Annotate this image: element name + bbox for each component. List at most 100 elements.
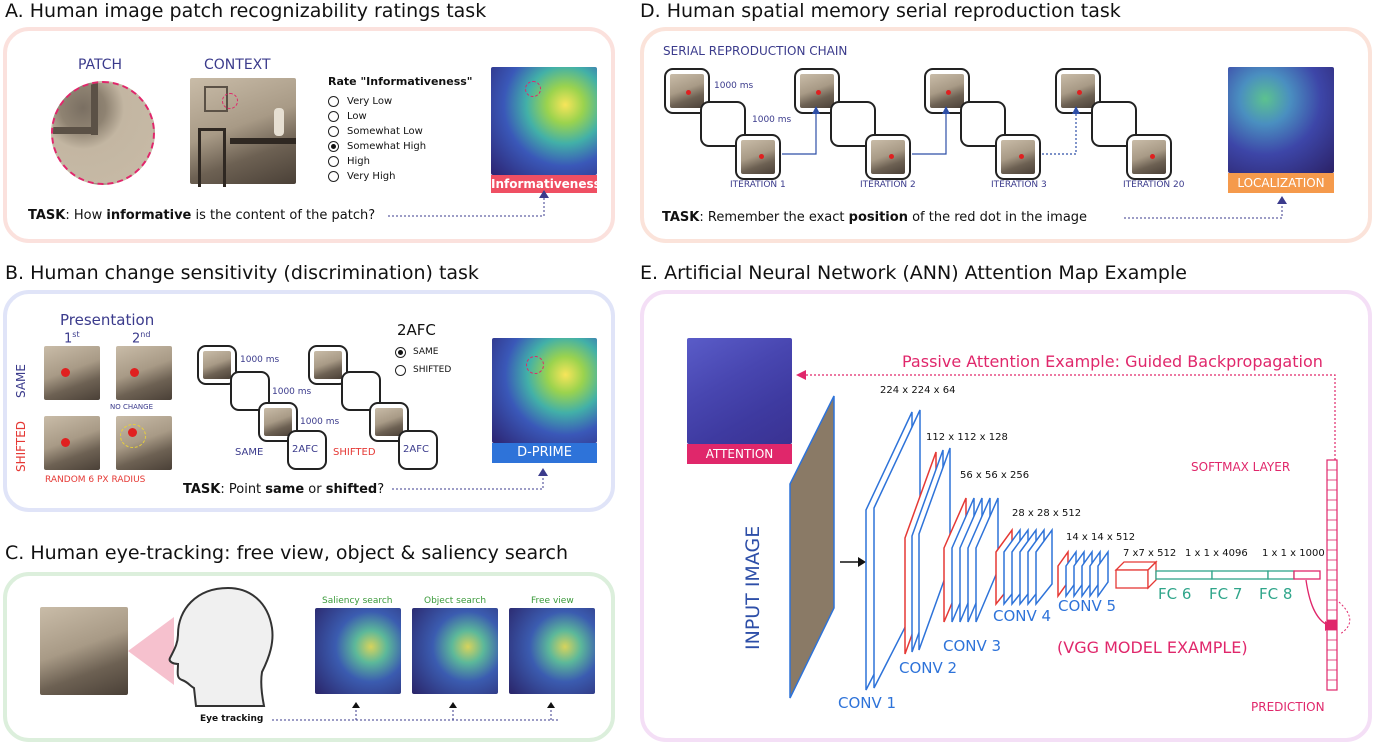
iteration-label: ITERATION 20 (1123, 180, 1185, 190)
conv3-label: CONV 3 (943, 637, 1002, 655)
dim-label: 1 x 1 x 1000 (1262, 548, 1325, 559)
shifted-second-image (116, 416, 172, 470)
panel-d-connector (1124, 196, 1287, 219)
chain-connectors (782, 106, 1080, 155)
conv4-label: CONV 4 (993, 607, 1052, 625)
radio-very-low[interactable] (328, 96, 339, 107)
chain-frame (1126, 134, 1172, 180)
option-label: Very Low (347, 96, 393, 107)
dim-label: 112 x 112 x 128 (926, 432, 1008, 443)
dim-label: 28 x 28 x 512 (1012, 508, 1082, 519)
panel-d (640, 27, 1372, 243)
chain-frame (995, 134, 1041, 180)
panel-a (3, 27, 615, 243)
fc7-label: FC 7 (1209, 585, 1243, 603)
informativeness-heatmap (491, 67, 597, 175)
map-label-object: Object search (424, 596, 487, 606)
presentation-label: Presentation (60, 311, 155, 329)
eye-tracking-stimulus (40, 607, 128, 695)
panel-d-task: TASK: Remember the exact position of the… (662, 210, 1088, 225)
radio-very-high[interactable] (328, 171, 339, 182)
radio-somewhat-low[interactable] (328, 126, 339, 137)
radio-shifted[interactable] (395, 365, 406, 376)
dprime-label: D-PRIME (492, 443, 597, 463)
panel-a-connector (388, 190, 549, 217)
choice-shifted-label: SHIFTED (413, 365, 452, 375)
iteration-label: ITERATION 2 (860, 180, 916, 190)
radio-somewhat-high[interactable] (328, 141, 339, 152)
seq-same-frame-3 (258, 402, 298, 442)
dprime-heatmap (492, 338, 597, 443)
ms-label: 1000 ms (240, 355, 280, 365)
radio-high[interactable] (328, 156, 339, 167)
second-label: 2nd (132, 330, 151, 347)
seq-same-2afc (287, 430, 327, 470)
informativeness-label: Informativeness (491, 175, 601, 193)
option-label: Very High (347, 171, 396, 182)
patch-label: PATCH (78, 57, 123, 73)
map-label-free: Free view (531, 596, 574, 606)
head-icon (168, 586, 274, 707)
dim-label: 1 x 1 x 4096 (1185, 548, 1248, 559)
chain-frame (865, 134, 911, 180)
localization-heatmap (1228, 67, 1334, 173)
panel-a-task: TASK: How informative is the content of … (28, 208, 376, 223)
seq-shifted-2afc-label: 2AFC (403, 444, 429, 455)
saliency-search-map (315, 608, 401, 694)
conv2-label: CONV 2 (899, 659, 958, 677)
two-afc-title: 2AFC (397, 321, 436, 339)
shifted-row-label: SHIFTED (14, 420, 28, 472)
shifted-first-image (44, 416, 100, 470)
prediction-label: PREDICTION (1251, 700, 1325, 714)
panel-e-title: E. Artificial Neural Network (ANN) Atten… (640, 262, 1187, 284)
radio-same[interactable] (395, 347, 406, 358)
panel-b-title: B. Human change sensitivity (discriminat… (5, 262, 479, 284)
panel-e (640, 290, 1372, 742)
iteration-label: ITERATION 3 (991, 180, 1047, 190)
chain-frame (735, 134, 781, 180)
seq-same-label: SAME (235, 447, 264, 458)
choice-same-label: SAME (413, 347, 439, 357)
ms-label: 1000 ms (752, 115, 792, 125)
same-second-image (116, 346, 172, 400)
chain-frame (1091, 101, 1137, 147)
attention-map (687, 338, 792, 444)
panel-c (3, 572, 615, 742)
seq-shifted-label: SHIFTED (333, 447, 376, 458)
ms-label: 1000 ms (272, 387, 312, 397)
free-view-map (509, 608, 595, 694)
rate-title: Rate "Informativeness" (328, 75, 473, 88)
dim-label: 56 x 56 x 256 (960, 470, 1030, 481)
panel-d-title: D. Human spatial memory serial reproduct… (640, 0, 1121, 22)
same-first-image (44, 346, 100, 400)
softmax-label: SOFTMAX LAYER (1191, 460, 1291, 474)
option-label: Low (347, 111, 367, 122)
radio-low[interactable] (328, 111, 339, 122)
dim-label: 7 x7 x 512 (1123, 548, 1177, 559)
option-label: Somewhat High (347, 141, 427, 152)
object-search-map (412, 608, 498, 694)
vgg-label: (VGG MODEL EXAMPLE) (1057, 638, 1248, 657)
random-radius-label: RANDOM 6 PX RADIUS (45, 475, 146, 485)
seq-shifted-2afc (398, 430, 438, 470)
option-label: Somewhat Low (347, 126, 423, 137)
no-change-label: NO CHANGE (110, 403, 153, 411)
first-label: 1st (64, 330, 80, 347)
panel-a-title: A. Human image patch recognizability rat… (5, 0, 487, 22)
passive-attention-label: Passive Attention Example: Guided Backpr… (902, 352, 1323, 371)
fc8-label: FC 8 (1259, 585, 1293, 603)
input-image-label: INPUT IMAGE (742, 525, 764, 650)
patch-circle (51, 81, 155, 185)
panel-b-task: TASK: Point same or shifted? (183, 482, 385, 497)
panel-c-connector (272, 702, 558, 721)
context-image (190, 78, 296, 187)
seq-shifted-frame-3 (369, 402, 409, 442)
same-row-label: SAME (14, 364, 28, 398)
context-label: CONTEXT (204, 57, 271, 73)
panel-c-title: C. Human eye-tracking: free view, object… (5, 542, 569, 564)
localization-label: LOCALIZATION (1228, 173, 1334, 193)
ms-label: 1000 ms (300, 417, 340, 427)
iteration-label: ITERATION 1 (730, 180, 786, 190)
panel-b-connector (392, 468, 548, 490)
dim-label: 14 x 14 x 512 (1066, 532, 1136, 543)
